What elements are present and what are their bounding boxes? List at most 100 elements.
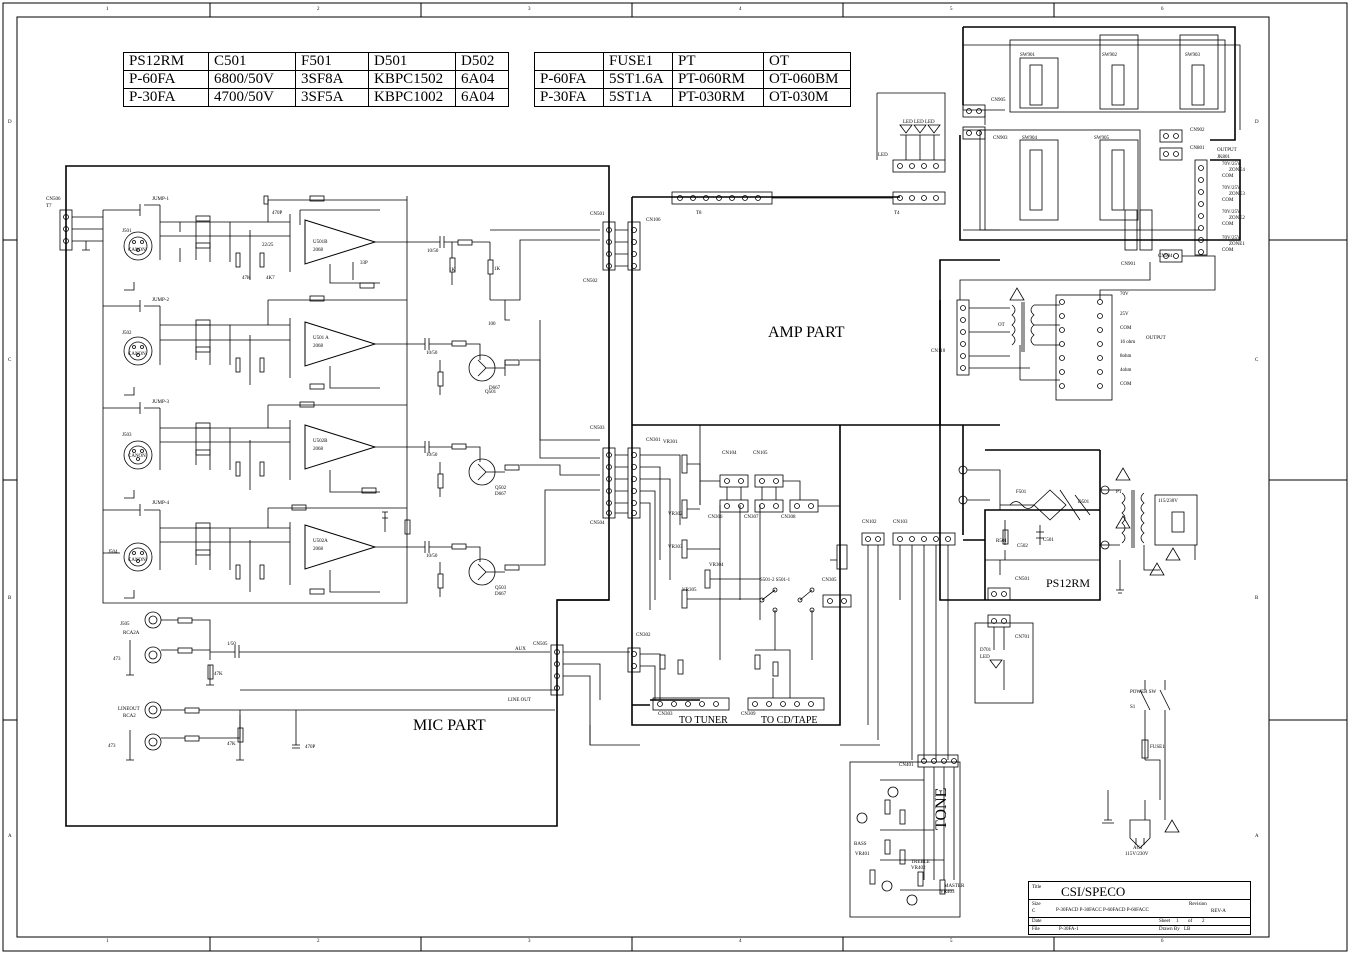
grid-col-5-bottom: 5: [950, 939, 953, 944]
of-value: 2: [1202, 919, 1205, 924]
to-tuner-label: TO TUNER: [679, 715, 728, 726]
t7-label: T7: [46, 204, 52, 209]
table-cell: PT-060RM: [672, 70, 764, 89]
mic-part-title: MIC PART: [413, 717, 486, 734]
header-cell: D501: [368, 52, 456, 71]
connector-cn505: [550, 644, 640, 746]
volume-pots: [640, 425, 761, 660]
tap-8-label: 8ohm: [1120, 354, 1132, 359]
led-block: [876, 92, 946, 173]
zone2-label: ZONE2: [1229, 216, 1245, 221]
grid-col-1-bottom: 1: [106, 939, 109, 944]
header-cell: D502: [455, 52, 509, 71]
connector-t4: [772, 191, 946, 205]
jump4-label: JUMP-4: [152, 501, 169, 506]
tap-16-label: 16 ohm: [1120, 340, 1136, 345]
file-value: P-30FA-1: [1059, 927, 1079, 932]
c555-value: 473: [113, 657, 121, 662]
ic-2068-label-4: 2068: [313, 547, 323, 552]
vr304-label: VR304: [709, 563, 724, 568]
header-cell: PT: [672, 52, 764, 71]
jump2-label: JUMP-2: [152, 298, 169, 303]
table-cell: P-60FA: [123, 70, 209, 89]
table-cell: 5ST1A: [603, 88, 673, 107]
table-cell: 6A04: [455, 88, 509, 107]
grid-col-6: 6: [1161, 7, 1164, 12]
vr402-label: VR402: [911, 866, 926, 871]
cn305-label: CN305: [822, 578, 837, 583]
cn303-label: CN303: [658, 712, 673, 717]
grid-row-b-right: B: [1255, 596, 1259, 601]
parts-table-left: PS12RM C501 F501 D501 D502 P-60FA 6800/5…: [123, 52, 509, 107]
tap-4-label: 4ohm: [1120, 368, 1132, 373]
zone3-label: ZONE3: [1229, 192, 1245, 197]
sw903-label: SW903: [1185, 53, 1200, 58]
c551-value: 10/50: [426, 554, 438, 559]
d501-label: D501: [1078, 500, 1090, 505]
zone4-com-label: COM: [1222, 174, 1234, 179]
cn306-label: CN306: [708, 515, 723, 520]
vr303-label: VR303: [668, 545, 683, 550]
c501-label: C501: [1043, 538, 1054, 543]
revision-value: REV-A: [1211, 909, 1226, 914]
cn103-label: CN103: [893, 520, 908, 525]
j501-label: J501: [122, 229, 132, 234]
cn102-label: CN102: [862, 520, 877, 525]
pt-label: PT: [1116, 490, 1122, 495]
title-caption: Title: [1032, 885, 1042, 890]
file-caption: File: [1032, 927, 1040, 932]
mic-channel-1: [103, 195, 407, 291]
grid-row-a-right: A: [1255, 834, 1259, 839]
rca2a-label: RCA2A: [123, 631, 140, 636]
amp-part-title: AMP PART: [768, 324, 845, 341]
vr301-label: VR301: [663, 440, 678, 445]
q503-type: D667: [495, 592, 507, 597]
connector-cn302: [627, 647, 684, 700]
u502b-label: U502B: [313, 439, 328, 444]
drawn-value: LB: [1184, 927, 1191, 932]
jump3-label: JUMP-3: [152, 400, 169, 405]
connector-tuner: [652, 697, 730, 711]
cn110-label: CN110: [931, 349, 946, 354]
canon-label-1: CANON: [128, 248, 146, 253]
jk801-label: JK801: [1217, 155, 1231, 160]
u501a-label: U501 A: [313, 336, 329, 341]
volt-selector-label: 115/230V: [1158, 499, 1178, 504]
canon-label-3: CANON: [128, 454, 146, 459]
revision-caption: Revision: [1189, 902, 1207, 907]
zone3-com-label: COM: [1222, 198, 1234, 203]
j503-label: J503: [122, 433, 132, 438]
title-block: Title CSI/SPECO Size C P-30FACD P-30FACC…: [1028, 881, 1251, 935]
connector-cn503: [602, 447, 616, 519]
c508-value: 470P: [272, 211, 283, 216]
cn505-label: CN505: [533, 642, 548, 647]
t4-label: T4: [894, 211, 900, 216]
ps-title: PS12RM: [1046, 576, 1091, 590]
mic-channel-4: [103, 504, 411, 599]
ac-rating-label: 115V/230V: [1125, 852, 1149, 857]
d701-led-label: LED: [980, 655, 990, 660]
to-cd-tape-label: TO CD/TAPE: [761, 715, 818, 726]
cn905-label: CN905: [991, 98, 1006, 103]
grid-row-c-right: C: [1255, 358, 1259, 363]
table-cell: KBPC1502: [368, 70, 456, 89]
table-cell: OT-030M: [763, 88, 851, 107]
cn401-label: CN401: [899, 763, 914, 768]
r511-value: 1K: [494, 267, 501, 272]
r555-value: 47K: [227, 742, 236, 747]
selector-switch: [759, 587, 852, 660]
cn701-label: CN701: [1015, 635, 1030, 640]
rca2-label: RCA2: [123, 714, 136, 719]
r501-label: R501: [996, 539, 1007, 544]
grid-col-2-bottom: 2: [317, 939, 320, 944]
aux-label: AUX: [515, 647, 526, 652]
cn904-label: CN904: [1158, 254, 1173, 259]
connector-cn104-cn105: [700, 474, 840, 513]
tap-com2-label: COM: [1120, 382, 1132, 387]
r549-value: 100: [488, 322, 496, 327]
q502-type: D667: [495, 492, 507, 497]
size-caption: Size: [1032, 902, 1041, 907]
connector-cd-tape: [747, 649, 825, 711]
output-transformer: [956, 294, 1113, 401]
